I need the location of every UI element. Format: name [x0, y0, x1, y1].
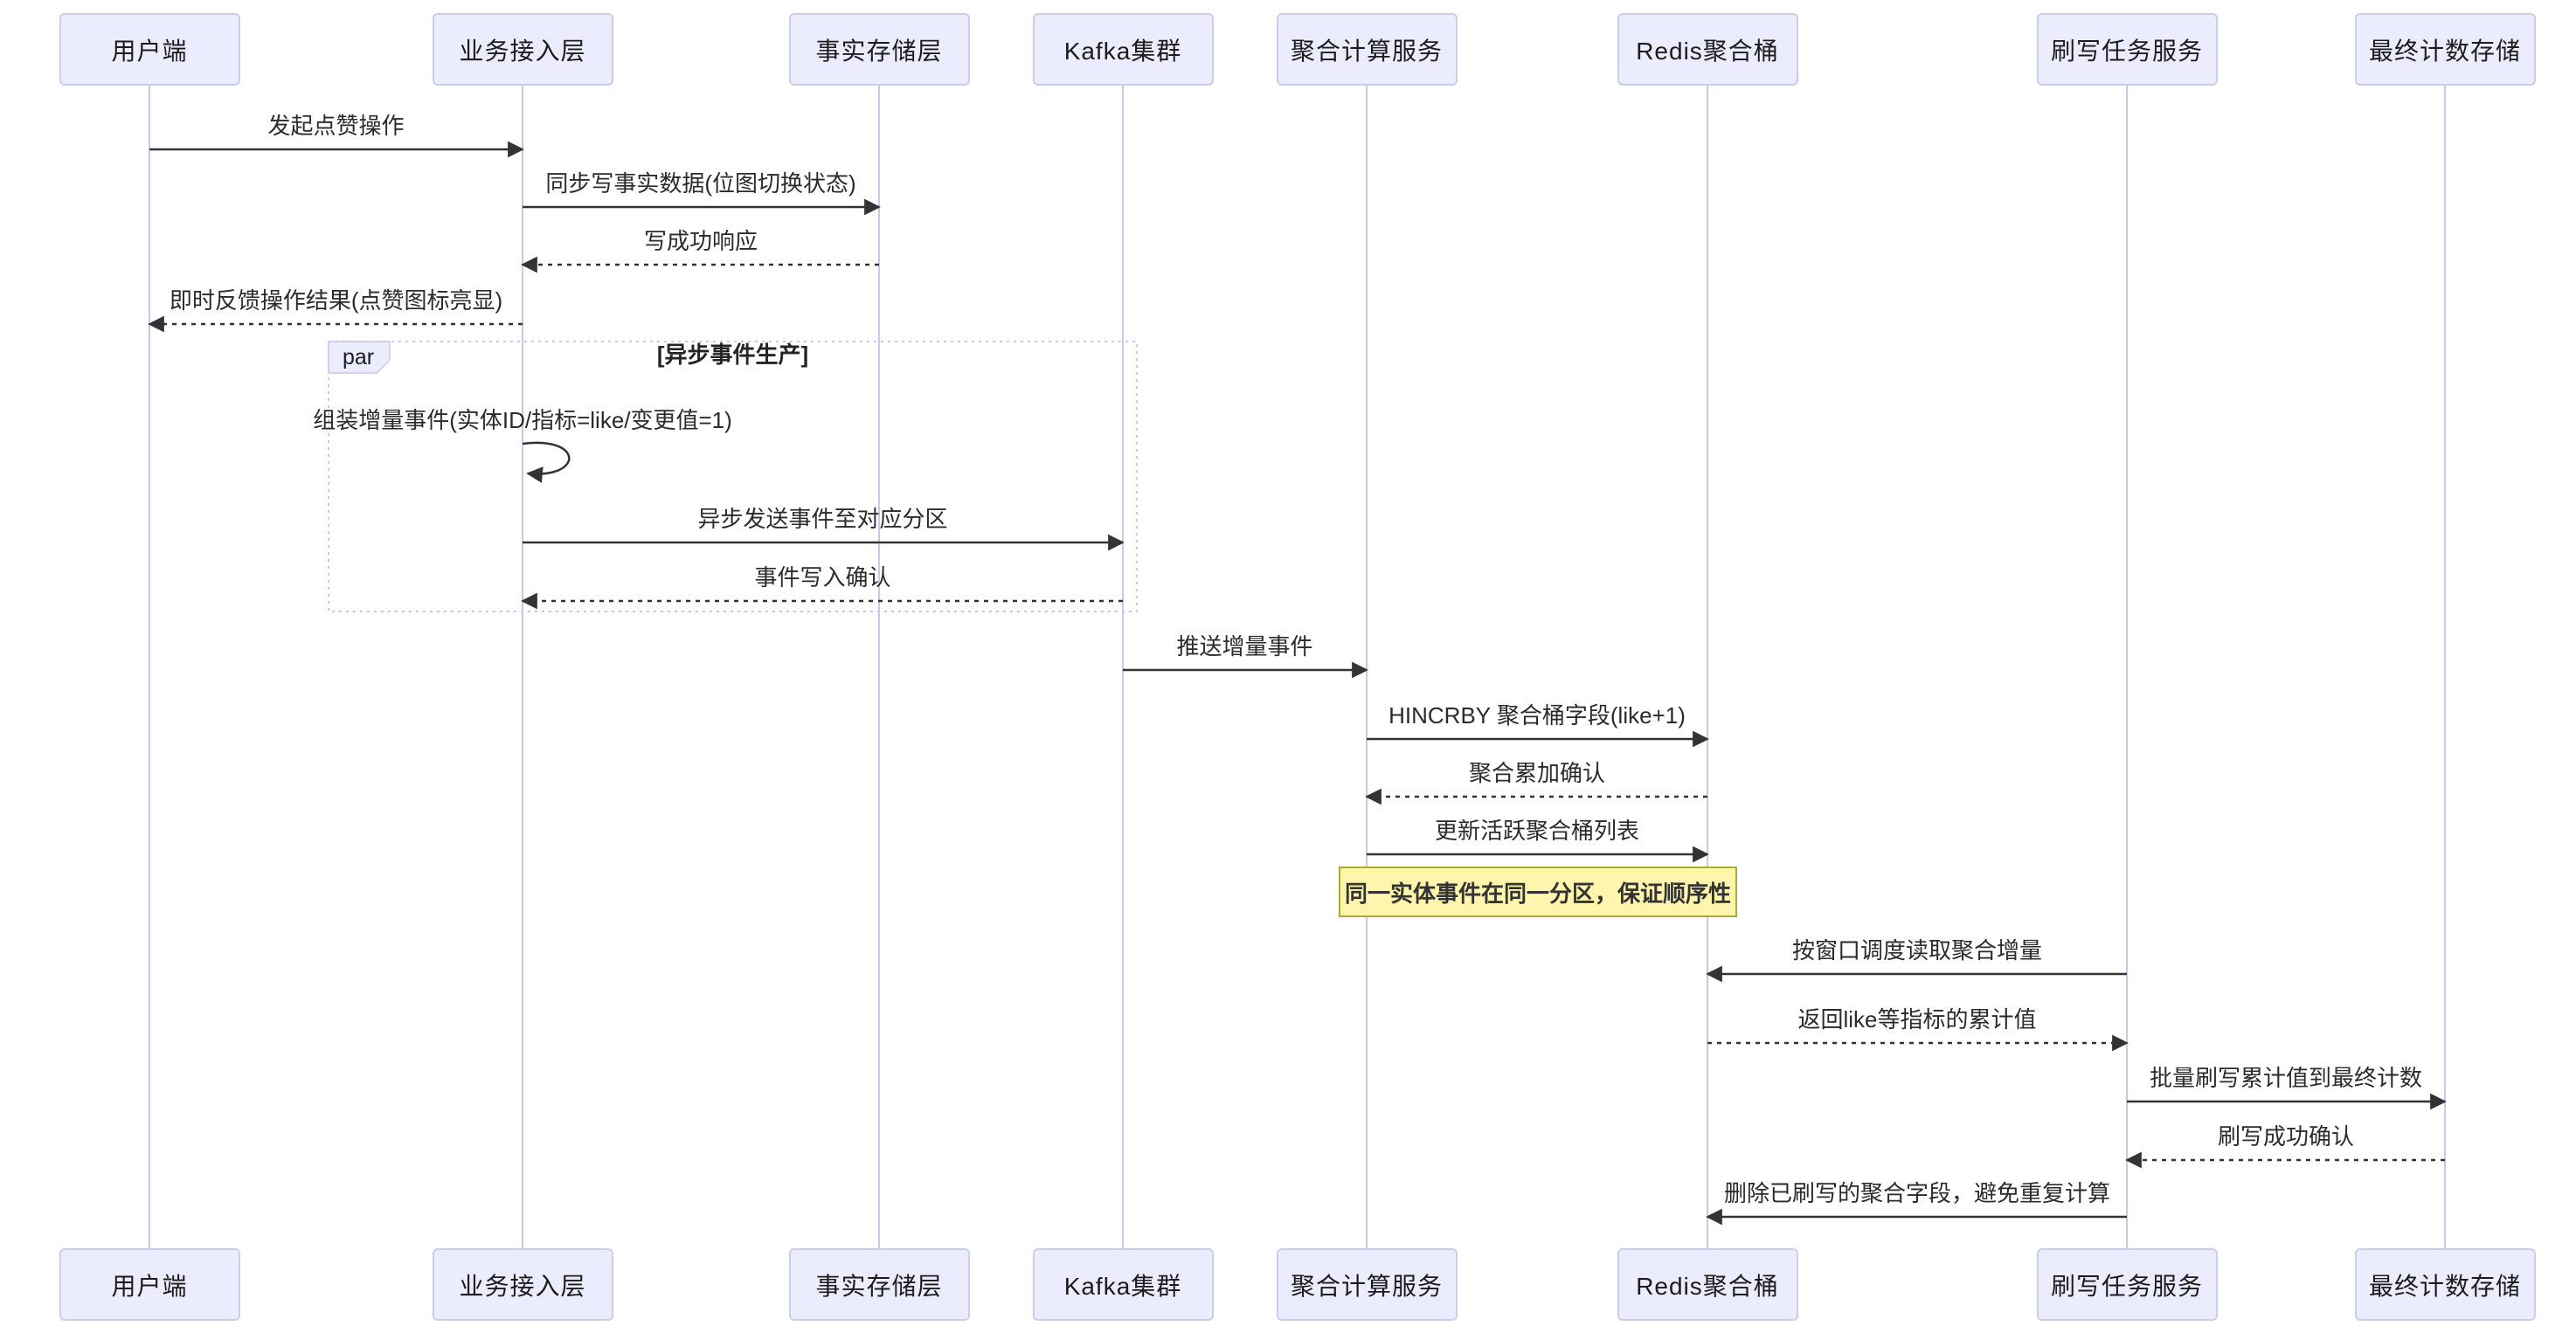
- participant-top-box: 业务接入层: [432, 13, 613, 86]
- message-label: 更新活跃聚合桶列表: [1434, 818, 1640, 844]
- participant-bottom-box: Kafka集群: [1032, 1248, 1214, 1321]
- message-label: 按窗口调度读取聚合增量: [1791, 937, 2043, 963]
- note-box: 同一实体事件在同一分区，保证顺序性: [1339, 867, 1737, 917]
- message-label: 即时反馈操作结果(点赞图标亮显): [169, 287, 503, 314]
- par-condition-label: [异步事件生产]: [656, 342, 809, 368]
- participant-top-box: 最终计数存储: [2354, 13, 2536, 86]
- message-label: 组装增量事件(实体ID/指标=like/变更值=1): [313, 407, 732, 433]
- message-label: 异步发送事件至对应分区: [697, 506, 948, 532]
- participant-top-box: 聚合计算服务: [1276, 13, 1458, 86]
- participant-bottom-box: 事实存储层: [788, 1248, 970, 1321]
- message-label: 写成功响应: [643, 228, 758, 254]
- message-label: 推送增量事件: [1176, 633, 1313, 660]
- participant-bottom-box: 最终计数存储: [2354, 1248, 2536, 1321]
- message-label: 刷写成功确认: [2217, 1123, 2355, 1150]
- participant-bottom-box: Redis聚合桶: [1617, 1248, 1798, 1321]
- message-label: 返回like等指标的累计值: [1797, 1006, 2037, 1033]
- message-label: 删除已刷写的聚合字段，避免重复计算: [1723, 1180, 2111, 1206]
- message-label: 同步写事实数据(位图切换状态): [545, 170, 856, 197]
- participant-bottom-box: 聚合计算服务: [1276, 1248, 1458, 1321]
- participant-top-box: 事实存储层: [788, 13, 970, 86]
- par-frame: [328, 341, 1138, 612]
- par-label-tab: [328, 341, 391, 374]
- participant-top-box: 刷写任务服务: [2036, 13, 2218, 86]
- participant-bottom-box: 业务接入层: [432, 1248, 613, 1321]
- message-label: 批量刷写累计值到最终计数: [2149, 1065, 2423, 1091]
- message-label: 发起点赞操作: [267, 113, 405, 139]
- participant-bottom-box: 用户端: [59, 1248, 240, 1321]
- self-message-arrow: [522, 441, 571, 483]
- par-label: par: [343, 345, 375, 370]
- message-label: 事件写入确认: [754, 564, 891, 591]
- message-label: HINCRBY 聚合桶字段(like+1): [1388, 702, 1686, 729]
- participant-top-box: Kafka集群: [1032, 13, 1214, 86]
- message-label: 聚合累加确认: [1468, 760, 1606, 786]
- participant-bottom-box: 刷写任务服务: [2036, 1248, 2218, 1321]
- participant-top-box: 用户端: [59, 13, 240, 86]
- participant-top-box: Redis聚合桶: [1617, 13, 1798, 86]
